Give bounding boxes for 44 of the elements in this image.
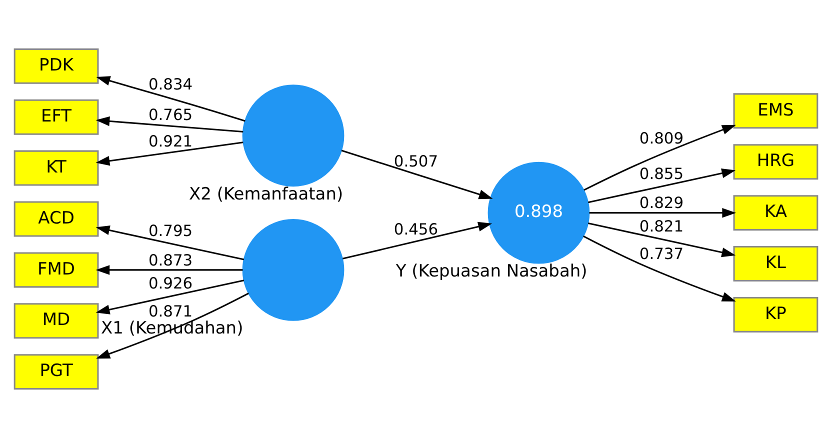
edge-label: 0.855: [639, 164, 684, 182]
node-box: KL: [733, 246, 818, 282]
node-box: MD: [14, 302, 99, 338]
node-box: KA: [733, 194, 818, 230]
arrow: [342, 221, 492, 259]
edge-label: 0.809: [639, 128, 684, 147]
edge-label: 0.456: [394, 220, 438, 238]
edge-label: 0.871: [148, 302, 193, 320]
edge-label: 0.829: [639, 194, 684, 212]
edge-label: 0.765: [148, 106, 193, 124]
node-box: KP: [733, 296, 818, 332]
arrow: [584, 124, 736, 190]
arrow: [96, 224, 244, 260]
node-box: PGT: [14, 354, 99, 390]
node-circle: 0.898: [488, 161, 590, 264]
arrow: [588, 222, 736, 257]
arrow: [96, 76, 246, 122]
node-box: ACD: [14, 200, 99, 236]
node-label: X2 (Kemanfaatan): [189, 184, 344, 204]
edge-label: 0.873: [148, 250, 193, 269]
node-circle: [242, 218, 344, 320]
arrow: [583, 235, 736, 301]
node-label: Y (Kepuasan Nasabah): [396, 261, 588, 282]
edge-label: 0.737: [639, 244, 684, 263]
node-box: HRG: [733, 144, 818, 180]
edge-label: 0.921: [148, 132, 193, 150]
node-box: FMD: [14, 252, 99, 288]
arrow: [96, 264, 243, 274]
edge-label: 0.821: [639, 216, 684, 235]
arrow: [96, 141, 244, 166]
arrow: [96, 279, 244, 314]
arrow: [589, 207, 736, 218]
node-circle: [242, 84, 344, 186]
edge-label: 0.795: [148, 221, 193, 240]
node-box: KT: [14, 150, 99, 186]
edge-label: 0.507: [394, 152, 438, 170]
arrow: [341, 149, 493, 199]
arrow: [588, 168, 736, 203]
node-box: EMS: [733, 92, 818, 128]
node-box: EFT: [14, 98, 99, 134]
edge-label: 0.834: [148, 74, 193, 93]
arrow: [96, 116, 244, 132]
node-box: PDK: [14, 48, 99, 84]
edge-label: 0.926: [148, 274, 193, 292]
